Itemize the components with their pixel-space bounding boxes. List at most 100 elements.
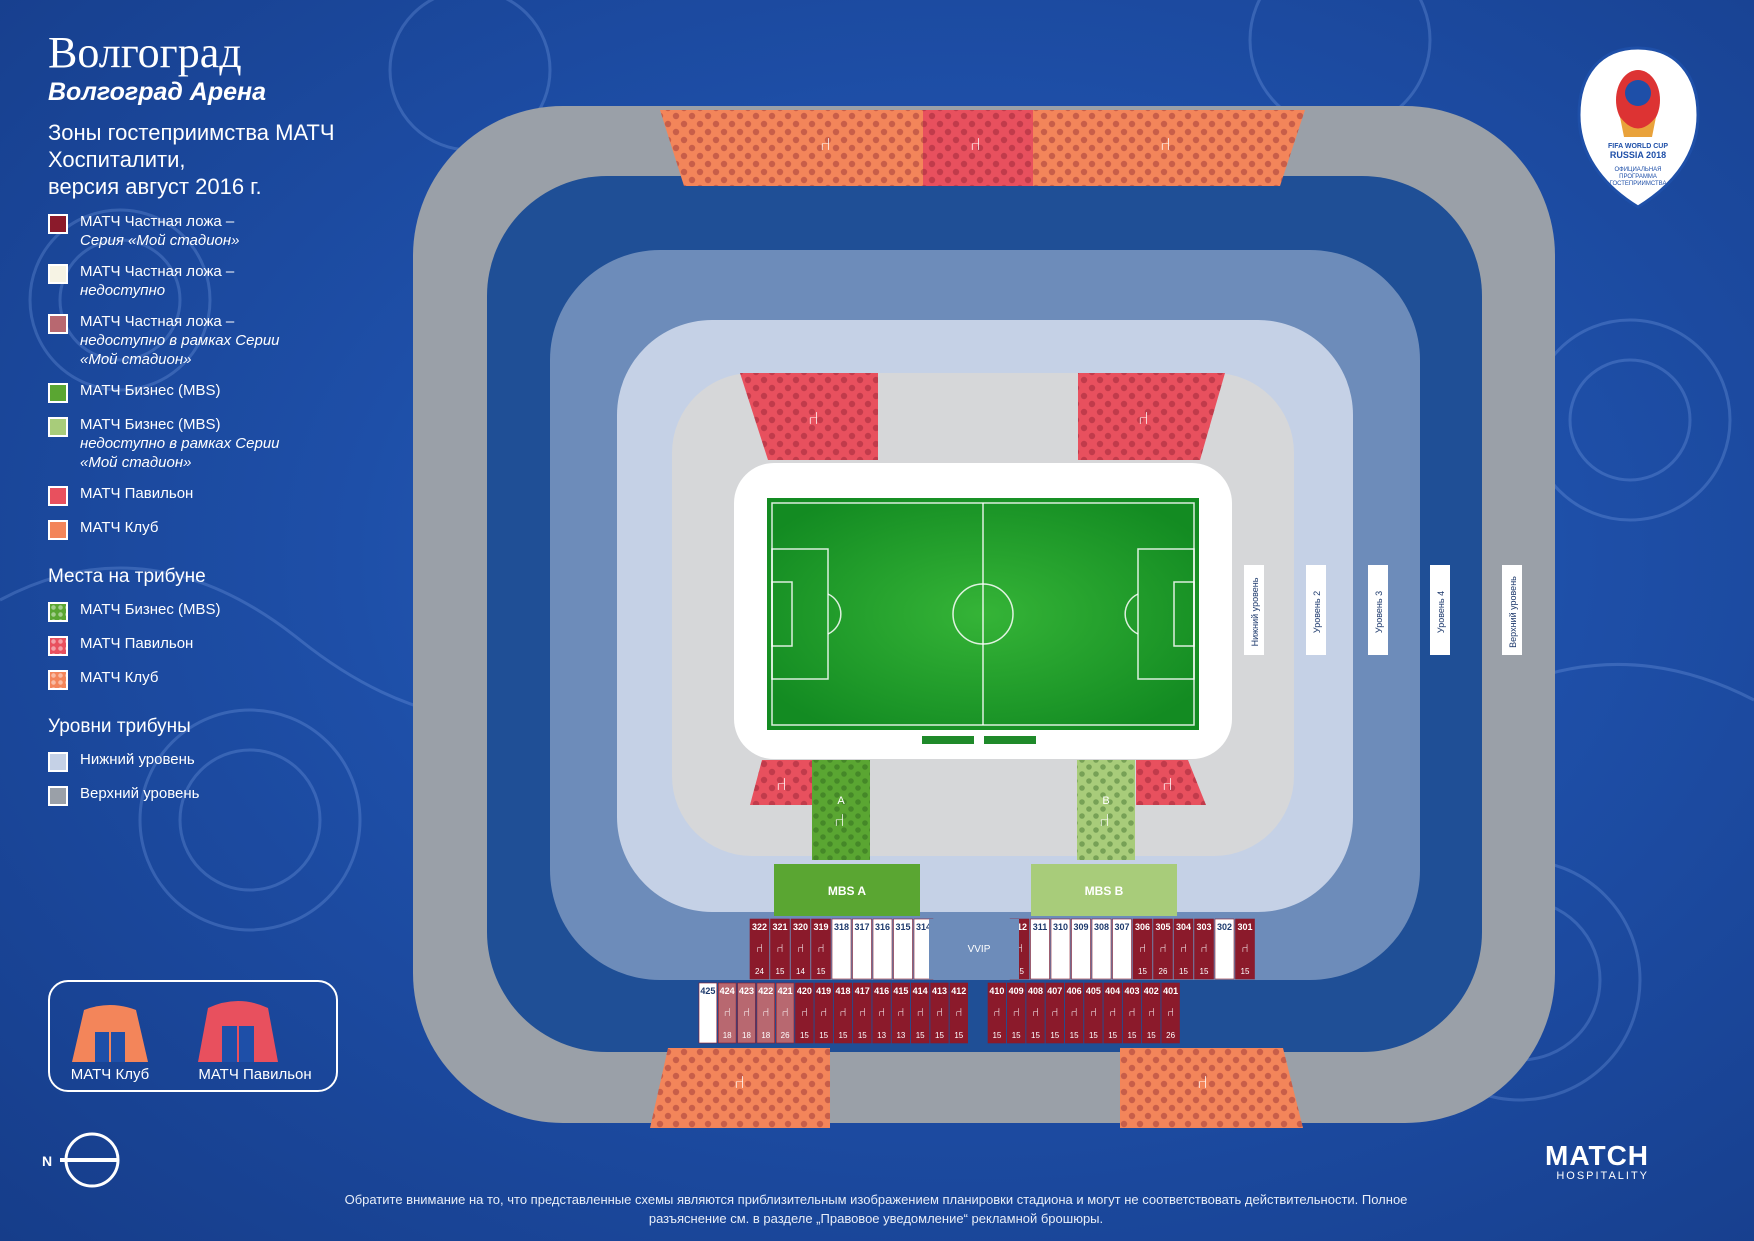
- north-compass-icon: N: [42, 1132, 120, 1188]
- private-box[interactable]: 301⑁15: [1235, 918, 1255, 980]
- private-box[interactable]: 408⑁15: [1026, 982, 1045, 1044]
- private-box[interactable]: 322⑁24: [749, 918, 770, 980]
- box-capacity: 15: [839, 1031, 848, 1040]
- city-title: Волгоград: [48, 28, 242, 77]
- logo-line: RUSSIA 2018: [1610, 150, 1666, 160]
- private-box[interactable]: 403⑁15: [1122, 982, 1142, 1044]
- legend-item: МАТЧ Бизнес (MBS)недоступно в рамках Сер…: [48, 415, 388, 472]
- box-number: 320: [793, 922, 808, 932]
- private-box[interactable]: 306⑁15: [1132, 918, 1153, 980]
- legend-item: МАТЧ Павильон: [48, 484, 388, 506]
- private-box[interactable]: 310: [1050, 918, 1071, 980]
- legend-item: МАТЧ Клуб: [48, 668, 388, 690]
- mbs-b-lounge[interactable]: [1031, 864, 1177, 916]
- private-box[interactable]: 421⑁26: [775, 982, 795, 1044]
- private-box[interactable]: 419⑁15: [814, 982, 833, 1044]
- dining-icon: ⑁: [1109, 1005, 1116, 1019]
- legend-title: МАТЧ Частная ложа –: [80, 313, 235, 330]
- box-number: 305: [1155, 922, 1170, 932]
- private-box[interactable]: 406⑁15: [1064, 982, 1084, 1044]
- private-box[interactable]: 317: [852, 918, 872, 980]
- box-capacity: 26: [781, 1031, 790, 1040]
- legend-title: МАТЧ Частная ложа –: [80, 263, 235, 280]
- vvip-box[interactable]: [929, 919, 1019, 979]
- private-box[interactable]: 416⑁13: [872, 982, 891, 1044]
- private-box[interactable]: 417⑁15: [853, 982, 872, 1044]
- box-capacity: 15: [1012, 1031, 1021, 1040]
- level-label-text: Уровень 4: [1436, 591, 1446, 633]
- private-box[interactable]: 424⑁18: [717, 982, 737, 1044]
- private-box[interactable]: 304⑁15: [1173, 918, 1194, 980]
- match-hospitality-brand: MATCH HOSPITALITY: [1545, 1140, 1649, 1182]
- private-box[interactable]: 302: [1214, 918, 1235, 980]
- legend-note: Серия «Мой стадион»: [80, 232, 240, 249]
- private-box[interactable]: 414⑁15: [910, 982, 930, 1044]
- private-box[interactable]: 410⑁15: [987, 982, 1007, 1044]
- private-box[interactable]: 402⑁15: [1142, 982, 1161, 1044]
- private-box[interactable]: 311: [1030, 918, 1050, 980]
- pavilion-tent-label: МАТЧ Павильон: [198, 1066, 312, 1083]
- box-number: 309: [1073, 922, 1088, 932]
- legend-label: Нижний уровень: [80, 751, 195, 768]
- mbs-a-lounge[interactable]: [774, 864, 920, 916]
- legend-text: МАТЧ Бизнес (MBS): [80, 600, 221, 619]
- box-number: 407: [1047, 986, 1062, 996]
- private-box[interactable]: 412⑁15: [949, 982, 969, 1044]
- private-box[interactable]: 405⑁15: [1084, 982, 1103, 1044]
- dining-icon: ⑁: [917, 1005, 924, 1019]
- dining-icon: ⑁: [1016, 941, 1023, 955]
- private-box[interactable]: 315: [893, 918, 913, 980]
- private-box[interactable]: 319⑁15: [811, 918, 831, 980]
- dining-icon: ⑁: [1070, 1005, 1077, 1019]
- legend-item: МАТЧ Бизнес (MBS): [48, 381, 388, 403]
- vvip-label: VVIP: [968, 944, 991, 955]
- dining-icon: ⑁: [781, 1005, 788, 1019]
- legend-text: МАТЧ Частная ложа –Серия «Мой стадион»: [80, 212, 239, 250]
- legend-note2: «Мой стадион»: [80, 454, 192, 471]
- level-label-text: Верхний уровень: [1508, 576, 1518, 648]
- private-box[interactable]: 409⑁15: [1006, 982, 1026, 1044]
- legend-item: МАТЧ Частная ложа –недоступно в рамках С…: [48, 312, 388, 369]
- box-number: 406: [1067, 986, 1082, 996]
- private-box[interactable]: 305⑁26: [1153, 918, 1173, 980]
- dining-icon: ⑁: [1051, 1005, 1058, 1019]
- private-box[interactable]: 308: [1091, 918, 1112, 980]
- compass-label: N: [42, 1153, 52, 1169]
- private-box[interactable]: 321⑁15: [770, 918, 790, 980]
- private-box[interactable]: 401⑁26: [1161, 982, 1180, 1044]
- box-capacity: 14: [796, 967, 805, 976]
- box-number: 409: [1009, 986, 1024, 996]
- dining-icon: ⑁: [878, 1005, 885, 1019]
- box-capacity: 18: [761, 1031, 770, 1040]
- private-box[interactable]: 423⑁18: [737, 982, 756, 1044]
- private-box[interactable]: 307: [1112, 918, 1132, 980]
- arena-title: Волгоград Арена: [48, 78, 267, 106]
- private-box[interactable]: 420⑁15: [795, 982, 814, 1044]
- dining-icon: ⑁: [1090, 1005, 1097, 1019]
- private-box[interactable]: 404⑁15: [1103, 982, 1122, 1044]
- level-label: Уровень 3: [1368, 565, 1388, 655]
- seat-icon: ⑁: [734, 1072, 745, 1093]
- private-box[interactable]: 318: [831, 918, 852, 980]
- private-box[interactable]: 316: [872, 918, 893, 980]
- brand-name: MATCH: [1545, 1140, 1650, 1171]
- private-box[interactable]: 309: [1071, 918, 1091, 980]
- legend-swatch: [48, 214, 68, 234]
- private-box[interactable]: 425: [698, 982, 718, 1044]
- box-number: 319: [813, 922, 828, 932]
- private-box[interactable]: 422⑁18: [756, 982, 776, 1044]
- private-box[interactable]: 418⑁15: [833, 982, 853, 1044]
- dining-icon: ⑁: [756, 941, 763, 955]
- box-number: 412: [951, 986, 966, 996]
- box-number: 322: [752, 922, 767, 932]
- private-box[interactable]: 415⑁13: [891, 982, 911, 1044]
- box-number: 311: [1033, 922, 1048, 932]
- private-box[interactable]: 407⑁15: [1045, 982, 1065, 1044]
- private-box[interactable]: 413⑁15: [930, 982, 949, 1044]
- legend-text: МАТЧ Клуб: [80, 668, 158, 687]
- box-capacity: 15: [1128, 1031, 1137, 1040]
- private-box[interactable]: 303⑁15: [1194, 918, 1214, 980]
- private-box[interactable]: 320⑁14: [790, 918, 811, 980]
- legend-swatch: [48, 383, 68, 403]
- dining-icon: ⑁: [1139, 941, 1146, 955]
